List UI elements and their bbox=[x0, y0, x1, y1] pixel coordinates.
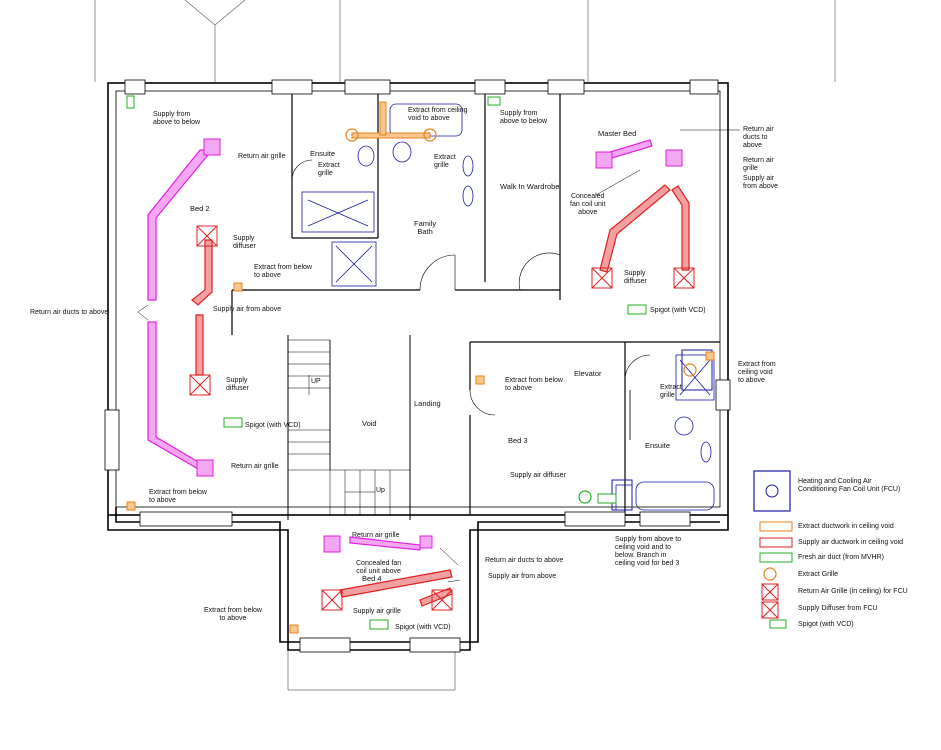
room-label-elevator: Elevator bbox=[574, 369, 602, 378]
legend-extract-grille: Extract Grille bbox=[798, 571, 839, 578]
room-label-family-bath: Family Bath bbox=[414, 219, 437, 236]
annotation-return-air-ducts-bed4: Return air ducts to above bbox=[485, 557, 564, 564]
annotation-extract-grille-right: Extract grille bbox=[660, 384, 682, 399]
stairs-up-label-lower: Up bbox=[376, 487, 385, 494]
annotation-supply-diffuser-bed2-top: Supply diffuser bbox=[233, 235, 256, 250]
legend-spigot: Spigot (with VCD) bbox=[798, 621, 854, 628]
annotation-return-air-grille-master: Return air grille bbox=[743, 157, 774, 172]
annotation-supply-above-below-left: Supply from above to below bbox=[153, 111, 201, 126]
annotation-extract-grille-ensuite: Extract grille bbox=[318, 162, 340, 177]
extract-terminals bbox=[126, 282, 715, 634]
return-grilles bbox=[196, 138, 683, 553]
annotation-supply-air-from-above-master: Supply air from above bbox=[743, 175, 779, 190]
annotation-supply-air-from-above-bed4: Supply air from above bbox=[488, 573, 557, 580]
annotation-supply-air-from-above-bed2: Supply air from above bbox=[213, 306, 282, 313]
room-label-bed4: Bed 4 bbox=[362, 574, 382, 583]
stairs-up-label: UP bbox=[311, 378, 321, 385]
fcu-units bbox=[611, 349, 713, 511]
extract-grilles bbox=[345, 128, 697, 377]
legend-supply-diffuser: Supply Diffuser from FCU bbox=[798, 605, 878, 612]
supply-diffusers bbox=[189, 225, 695, 611]
annotation-extract-ceiling-void-right: Extract from ceiling void to above bbox=[738, 361, 776, 384]
annotation-extract-below-above-bed2-bottom: Extract from below to above bbox=[149, 489, 207, 504]
annotation-return-air-grille-bed2-top: Return air grille bbox=[238, 153, 286, 160]
annotation-supply-above-bed3: Supply from above to ceiling void and to… bbox=[615, 536, 682, 567]
room-label-master-bed: Master Bed bbox=[598, 129, 637, 138]
annotation-supply-diffuser-master: Supply diffuser bbox=[624, 270, 647, 285]
room-label-ensuite-right: Ensuite bbox=[645, 441, 671, 450]
annotation-supply-air-grille-bed4: Supply air grille bbox=[353, 608, 401, 615]
legend-return-grille: Return Air Grille (in ceiling) for FCU bbox=[798, 588, 908, 595]
annotation-return-air-ducts-master: Return air ducts to above bbox=[743, 126, 774, 149]
annotation-supply-diffuser-bed2-bottom: Supply diffuser bbox=[226, 377, 249, 392]
legend-extract-duct: Extract ductwork in ceiling void bbox=[798, 523, 894, 530]
supply-diffuser-bed3 bbox=[578, 490, 592, 504]
annotation-spigot-bed4: Spigot (with VCD) bbox=[395, 624, 451, 631]
annotation-spigot-bed2: Spigot (with VCD) bbox=[245, 422, 301, 429]
annotation-supply-above-below-wardrobe: Supply from above to below bbox=[500, 110, 548, 125]
annotation-extract-grille-bath: Extract grille bbox=[434, 154, 456, 169]
room-label-void: Void bbox=[362, 419, 377, 428]
room-label-bed2: Bed 2 bbox=[190, 204, 210, 213]
room-label-ensuite-top: Ensuite bbox=[310, 149, 336, 158]
annotation-supply-air-diffuser-bed3: Supply air diffuser bbox=[510, 472, 566, 479]
legend-supply-duct: Supply air ductwork in ceiling void bbox=[798, 539, 904, 546]
legend-fresh-air-duct: Fresh air duct (from MVHR) bbox=[798, 554, 884, 561]
room-label-bed3: Bed 3 bbox=[508, 436, 528, 445]
room-label-landing: Landing bbox=[414, 399, 441, 408]
stairs bbox=[287, 339, 411, 516]
leader-lines bbox=[137, 129, 740, 583]
windows bbox=[104, 79, 731, 653]
room-label-walk-in-wardrobe: Walk In Wardrobe bbox=[500, 182, 560, 191]
door-swings bbox=[291, 159, 651, 416]
annotation-concealed-fcu-bed4: Concealed fan coil unit above bbox=[356, 560, 402, 575]
extract-ducts bbox=[351, 101, 431, 139]
annotation-spigot-master: Spigot (with VCD) bbox=[650, 307, 706, 314]
roof-lines bbox=[94, 0, 836, 691]
legend-fcu: Heating and Cooling Air Conditioning Fan… bbox=[798, 478, 901, 493]
annotation-extract-below-above-bed2: Extract from below to above bbox=[254, 264, 312, 279]
annotation-concealed-fcu-master: Concealed fan coil unit above bbox=[570, 193, 606, 216]
legend-icons bbox=[753, 470, 793, 629]
annotation-extract-below-above-bed3: Extract from below to above bbox=[505, 377, 563, 392]
annotation-extract-ceiling-void-top: Extract from ceiling void to above bbox=[408, 107, 468, 122]
annotation-return-air-ducts-left: Return air ducts to above bbox=[30, 309, 109, 316]
annotation-return-air-grille-bed2-bottom: Return air grille bbox=[231, 463, 279, 470]
annotation-return-air-grille-bed4: Return air grille bbox=[352, 532, 400, 539]
walls bbox=[107, 82, 729, 651]
fresh-air-ducts bbox=[126, 95, 647, 630]
annotation-extract-below-above-bed4: Extract from below to above bbox=[204, 607, 262, 622]
